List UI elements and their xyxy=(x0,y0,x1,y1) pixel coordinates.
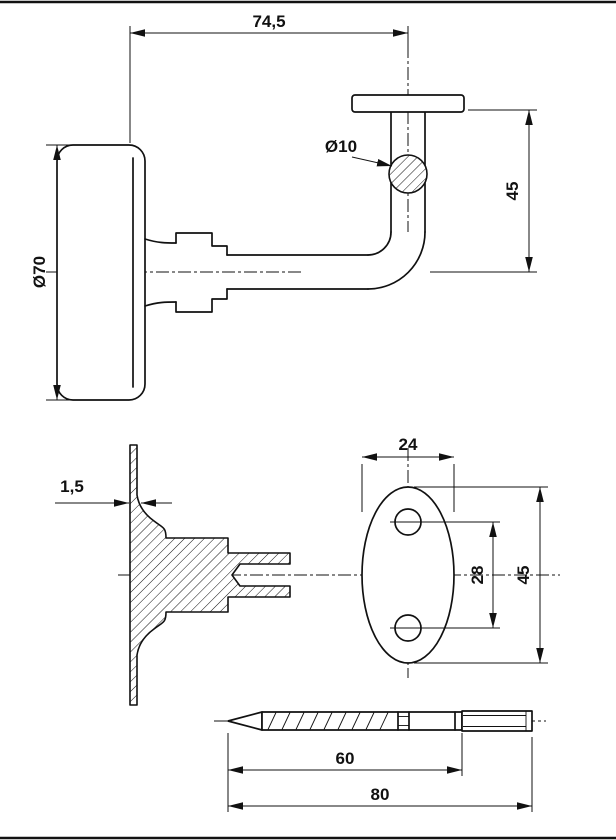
dim-flange-width: 24 xyxy=(361,435,455,512)
dim-label-bracket-height: 45 xyxy=(503,182,522,201)
dim-hole-spacing: 28 xyxy=(468,522,497,628)
side-view xyxy=(46,45,465,401)
collar-top-profile xyxy=(175,232,228,256)
dim-label-flange-height: 45 xyxy=(514,566,533,585)
dim-label-flange-width: 24 xyxy=(399,435,418,454)
pin-hole-section xyxy=(388,154,428,194)
dim-flange-height: 45 xyxy=(414,486,548,664)
wall-rose-outline xyxy=(56,144,146,401)
dim-label-pin-hole: Ø10 xyxy=(325,137,357,156)
leader-line xyxy=(351,156,393,167)
dim-stud-thread-length: 60 xyxy=(227,733,463,812)
flange-front-view xyxy=(361,448,500,678)
neck-bottom-curve xyxy=(144,301,177,307)
bend-inner-arc xyxy=(367,231,392,256)
neck-top-curve xyxy=(144,238,177,244)
saddle-plate xyxy=(351,94,465,113)
dim-label-wall-offset: 74,5 xyxy=(252,12,285,31)
stud-wood-thread xyxy=(267,712,389,730)
dim-label-rose-thickness: 1,5 xyxy=(60,477,84,496)
rose-section-profile xyxy=(129,444,291,706)
stud-relief-groove xyxy=(397,711,410,731)
collar-bottom-profile xyxy=(175,288,228,313)
dim-wall-offset: 74,5 xyxy=(129,12,409,143)
flange-outline xyxy=(361,486,455,664)
dim-stud-total-length: 80 xyxy=(228,737,533,812)
dim-label-stud-total-length: 80 xyxy=(371,785,390,804)
dim-pin-hole: Ø10 xyxy=(325,137,393,167)
dim-label-stud-thread-length: 60 xyxy=(336,749,355,768)
section-view xyxy=(118,444,560,706)
stud-point-tip xyxy=(227,711,263,731)
dim-label-rose-diameter: Ø70 xyxy=(30,256,49,288)
dim-rose-thickness: 1,5 xyxy=(55,477,172,507)
stud-shank xyxy=(261,711,463,731)
dim-label-hole-spacing: 28 xyxy=(468,566,487,585)
bend-outer-arc xyxy=(367,231,426,290)
dim-bracket-height: 45 xyxy=(430,109,537,273)
hanger-stud-view xyxy=(214,710,546,732)
stud-machine-thread xyxy=(461,710,533,732)
dim-rose-diameter: Ø70 xyxy=(30,144,82,401)
